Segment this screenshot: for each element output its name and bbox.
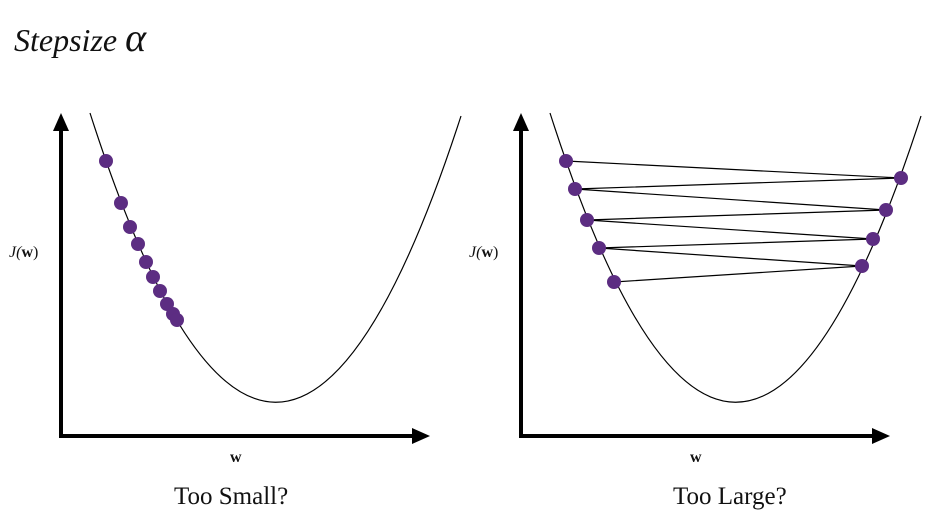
descent-point [153, 284, 167, 298]
descent-point [114, 196, 128, 210]
descent-point [99, 154, 113, 168]
oscillation-path [565, 160, 902, 283]
descent-points [99, 154, 184, 327]
y-axis-arrowhead [513, 113, 529, 131]
descent-point [559, 154, 573, 168]
x-axis-label: w [690, 449, 702, 466]
descent-point [568, 182, 582, 196]
ylabel-fn: J( [9, 244, 22, 261]
descent-point [866, 232, 880, 246]
y-axis-label: J(w) [9, 244, 38, 262]
descent-point [170, 313, 184, 327]
descent-point [123, 220, 137, 234]
x-axis-arrowhead [872, 428, 890, 444]
descent-point [580, 213, 594, 227]
descent-point [855, 259, 869, 273]
caption-too-small: Too Small? [174, 483, 289, 510]
y-axis-arrowhead [53, 113, 69, 131]
descent-point [607, 275, 621, 289]
ylabel-close: ) [493, 244, 499, 261]
y-axis-label: J(w) [469, 244, 498, 262]
x-axis-arrowhead [412, 428, 430, 444]
ylabel-var: w [481, 244, 493, 261]
descent-point [146, 270, 160, 284]
loss-curve [549, 112, 922, 403]
caption-too-large: Too Large? [673, 483, 787, 510]
ylabel-var: w [21, 244, 33, 261]
descent-point [131, 237, 145, 251]
ylabel-fn: J( [469, 244, 482, 261]
descent-point [592, 241, 606, 255]
descent-point [879, 203, 893, 217]
descent-point [894, 171, 908, 185]
alpha-symbol: α [125, 15, 147, 60]
x-axis-label: w [230, 449, 242, 466]
ylabel-close: ) [33, 244, 39, 261]
descent-points [559, 154, 908, 289]
title-text: Stepsize [14, 22, 118, 58]
descent-point [139, 255, 153, 269]
panel-too-small [53, 112, 462, 444]
panel-too-large [513, 112, 922, 444]
